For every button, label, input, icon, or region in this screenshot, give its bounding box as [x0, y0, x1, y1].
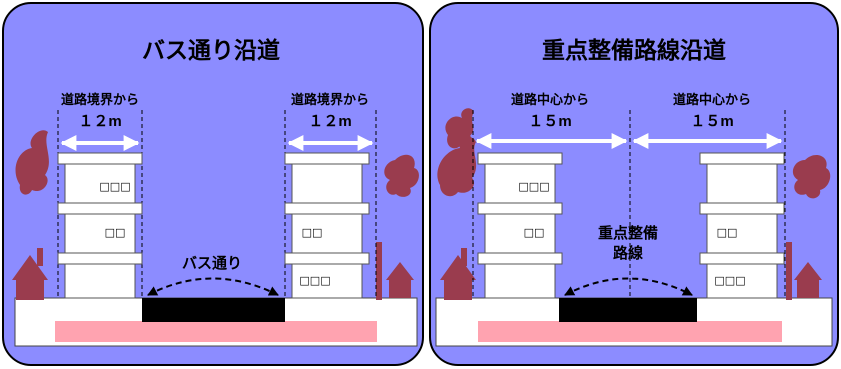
distance-caption-left: 道路中心から	[511, 92, 589, 108]
distance-caption-right: 道路中心から	[673, 92, 751, 108]
pole-icon	[376, 242, 382, 300]
floor-label: □□	[524, 226, 545, 239]
tree-icon	[792, 154, 831, 199]
road	[559, 298, 697, 322]
road	[142, 298, 285, 322]
road-label: バス通り	[182, 254, 242, 272]
road-span-arrow	[147, 277, 279, 296]
road-label-line2: 路線	[613, 244, 643, 262]
panel-priority-route: 重点整備路線沿道 道路中心から １５m 道路中心から １５m □□□	[429, 2, 839, 366]
panel-title: 重点整備路線沿道	[542, 37, 726, 64]
floor-label: □□□	[518, 180, 549, 193]
house-icon	[386, 262, 414, 298]
distance-value-left: １２m	[78, 113, 121, 130]
floor-label: □□	[717, 226, 738, 239]
building-right: □□ □□□	[284, 152, 370, 299]
floor-label: □□□	[299, 274, 330, 287]
house-icon	[440, 255, 476, 300]
road-label: 重点整備	[598, 224, 658, 242]
floor-label: □□□	[714, 274, 745, 287]
chimney-icon	[37, 248, 43, 266]
tree-icon	[384, 154, 419, 197]
panel-bus-street: バス通り沿道 道路境界から １２m 道路境界から １２m □□□	[2, 2, 424, 366]
house-icon	[794, 262, 822, 298]
distance-caption-right: 道路境界から	[291, 92, 369, 108]
floor-label: □□	[105, 226, 126, 239]
floor-label: □□	[302, 226, 323, 239]
panel-title: バス通り沿道	[142, 37, 280, 64]
pole-icon	[786, 242, 792, 300]
chimney-icon	[461, 248, 467, 266]
road-span-arrow	[564, 277, 693, 296]
setback-strip	[55, 321, 377, 342]
distance-value-left: １５m	[528, 113, 571, 130]
house-icon	[12, 255, 48, 300]
distance-caption-left: 道路境界から	[61, 92, 139, 108]
tree-icon	[437, 137, 477, 197]
tree-icon	[15, 130, 49, 195]
distance-value-right: １２m	[308, 113, 351, 130]
building-right: □□ □□□	[699, 152, 785, 299]
distance-value-right: １５m	[690, 113, 733, 130]
floor-label: □□□	[99, 180, 130, 193]
building-left: □□□ □□	[477, 152, 563, 299]
setback-strip	[478, 321, 782, 342]
building-left: □□□ □□	[57, 152, 143, 299]
